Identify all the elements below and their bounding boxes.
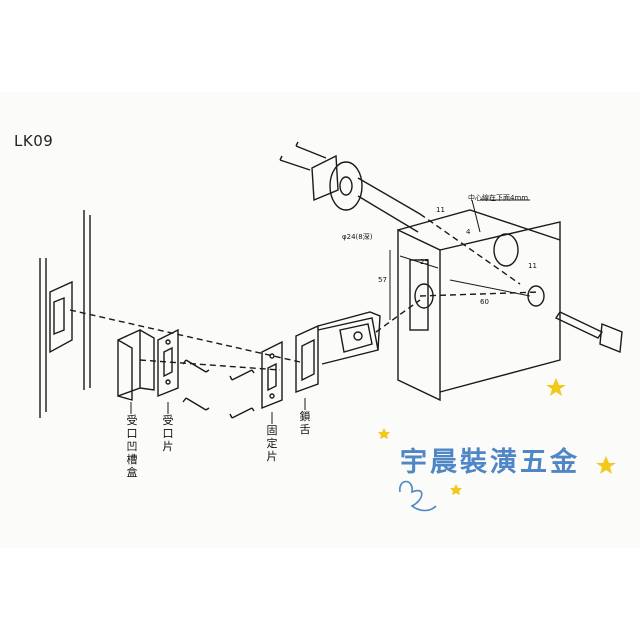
center-line-note: 中心線在下面4mm (468, 194, 529, 202)
label-strike-box: 受口凹槽盒 (126, 414, 138, 479)
star-icon (450, 484, 462, 495)
dim-11-top: 11 (436, 206, 445, 214)
faceplate-screws (229, 369, 255, 419)
decoration (378, 378, 616, 512)
door-slab (397, 209, 561, 402)
heart-doodle-icon (399, 480, 437, 512)
dim-4: 4 (466, 228, 471, 236)
star-icon (546, 378, 566, 396)
star-icon (596, 456, 616, 474)
label-latch-bolt: 鎖舌 (299, 410, 311, 436)
brand-watermark: 宇晨裝潢五金 (400, 447, 580, 478)
door-frame (39, 210, 91, 418)
dim-diameter: φ24(8深) (342, 233, 373, 241)
dim-57: 57 (378, 276, 387, 284)
label-strike-plate: 受口片 (162, 414, 174, 453)
dimension-lines (389, 199, 531, 320)
strike-box (117, 328, 155, 401)
label-leaders (130, 398, 306, 424)
latch-bolt (295, 311, 381, 393)
key-cylinder (527, 285, 623, 353)
dim-11-right: 11 (528, 262, 537, 270)
model-label: LK09 (14, 132, 54, 150)
alignment-lines (69, 213, 541, 371)
dim-60: 60 (480, 298, 489, 306)
diagram-sheet (0, 92, 640, 548)
dim-25: 25 (420, 258, 429, 266)
rose-assembly (279, 141, 421, 233)
label-faceplate: 固定片 (266, 424, 278, 463)
star-icon (378, 428, 390, 439)
strike-screws (182, 359, 210, 411)
faceplate (261, 340, 283, 410)
